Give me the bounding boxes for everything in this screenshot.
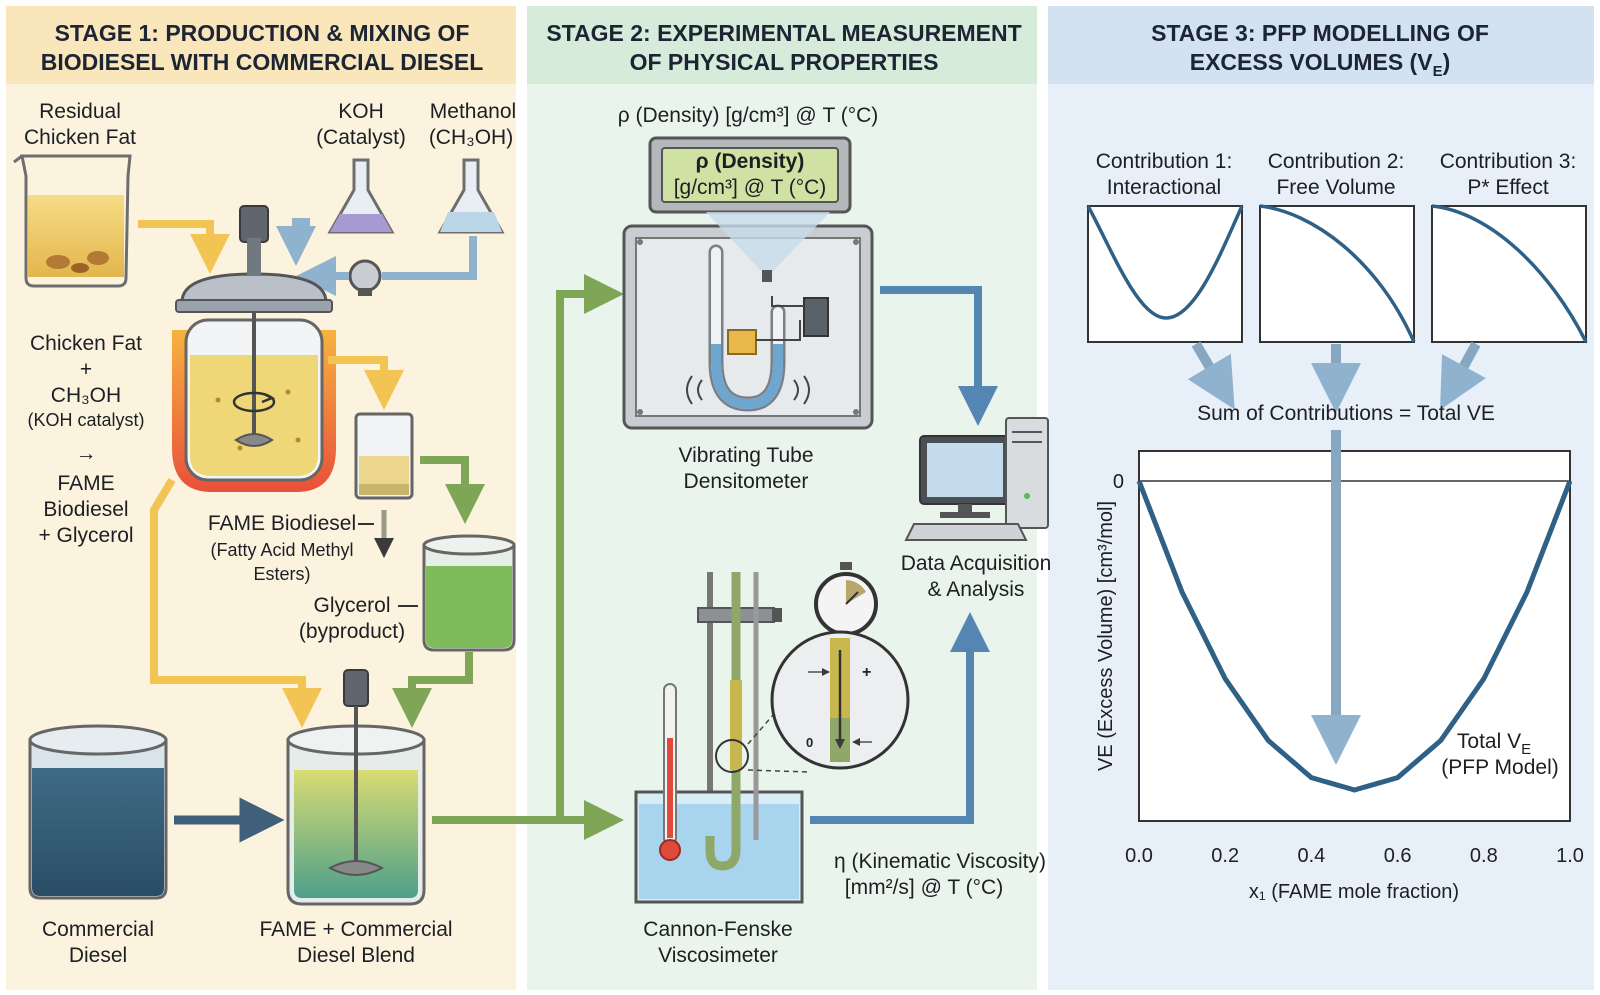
densitometer-label-line1: Vibrating Tube (678, 444, 813, 467)
stage3-title-line2: EXCESS VOLUMES (VE) (1190, 49, 1451, 80)
stage1-title-line2: BIODIESEL WITH COMMERCIAL DIESEL (41, 49, 484, 75)
densitometer-to-daq-arrow (880, 286, 998, 426)
contrib2-line2: Free Volume (1276, 176, 1395, 199)
fat-label-line1: Residual (39, 100, 121, 123)
stage2-title-line2: OF PHYSICAL PROPERTIES (630, 49, 939, 75)
reaction-line6: Biodiesel (43, 498, 128, 521)
reactor-vessel (172, 205, 336, 492)
methanol-flask (437, 158, 505, 234)
density-top-label: ρ (Density) [g/cm³] @ T (°C) (618, 104, 879, 127)
curve-label-line2: (PFP Model) (1441, 756, 1558, 779)
contrib3-line1: Contribution 3: (1440, 150, 1577, 173)
reaction-line1: Chicken Fat (30, 332, 142, 355)
x-tick-label: 0.2 (1211, 845, 1239, 867)
diesel-label-line1: Commercial (42, 918, 154, 941)
contrib1-arrow (1187, 341, 1235, 410)
y-axis-label: VE (Excess Volume) [cm³/mol] (1095, 501, 1117, 771)
display-line1: ρ (Density) (696, 150, 805, 173)
computer-icon (904, 417, 1049, 541)
blend-tank (286, 669, 426, 906)
fat-feed-arrow (138, 220, 230, 274)
reactor-to-separator-arrow (328, 356, 404, 410)
x-tick-label: 0.6 (1384, 845, 1412, 867)
contribution-2-plot (1259, 204, 1416, 343)
reaction-line3: CH₃OH (51, 384, 121, 407)
fame-label-line3: Esters) (253, 564, 310, 584)
contrib2-line1: Contribution 2: (1268, 150, 1405, 173)
x-tick-label: 0.0 (1125, 845, 1153, 867)
stage1-title-line1: STAGE 1: PRODUCTION & MIXING OF (55, 20, 470, 46)
x-tick-label: 1.0 (1556, 845, 1584, 867)
display-line2: [g/cm³] @ T (°C) (674, 176, 827, 199)
fame-label-line2: (Fatty Acid Methyl (210, 540, 353, 560)
viscosity-label-line1: η (Kinematic Viscosity) (834, 850, 1046, 873)
viscometer-stand (634, 572, 804, 904)
fat-label-line2: Chicken Fat (24, 126, 136, 149)
curve-label-line1: Total VE (1457, 730, 1531, 758)
y-tick-label: 0 (1113, 471, 1124, 493)
vibrating-tube-densitometer (622, 136, 874, 430)
koh-label-line1: KOH (338, 100, 384, 123)
reaction-line7: + Glycerol (38, 524, 133, 547)
daq-label-line2: & Analysis (928, 578, 1025, 601)
reaction-line4: (KOH catalyst) (27, 410, 144, 430)
capillary-zoom-inset: + 0 (747, 630, 910, 773)
stage2-title-line1: STAGE 2: EXPERIMENTAL MEASUREMENT (546, 20, 1021, 46)
reaction-line2: + (80, 358, 92, 381)
densitometer-label-line2: Densitometer (684, 470, 809, 493)
x-tick-label: 0.8 (1470, 845, 1498, 867)
x-tick-label: 0.4 (1297, 845, 1325, 867)
reaction-arrow: → (76, 442, 97, 465)
glycerol-tank (422, 534, 516, 652)
contribution-1-plot (1086, 205, 1244, 343)
total-ve-curve (1136, 480, 1573, 793)
glycerol-label-line2: (byproduct) (299, 620, 405, 643)
chicken-fat-beaker (13, 154, 132, 288)
contrib3-arrow (1440, 341, 1486, 410)
glycerol-to-blend-arrow (392, 652, 473, 728)
koh-feed-arrow (276, 218, 316, 266)
diesel-label-line2: Diesel (69, 944, 127, 967)
glycerol-label-line1: Glycerol (313, 594, 390, 617)
reactor-to-blend-arrow (150, 477, 322, 728)
viscometer-to-daq-arrow (810, 612, 990, 824)
contrib1-line2: Interactional (1107, 176, 1221, 199)
stopwatch-icon (814, 562, 878, 636)
stage3-title-line1: STAGE 3: PFP MODELLING OF (1151, 20, 1489, 46)
separator-cylinder (354, 412, 414, 500)
daq-label-line1: Data Acquisition (901, 552, 1052, 575)
methanol-label-line2: (CH₃OH) (429, 126, 513, 149)
contrib3-line2: P* Effect (1467, 176, 1548, 199)
blend-label-line1: FAME + Commercial (259, 918, 452, 941)
blend-label-line2: Diesel Blend (297, 944, 415, 967)
viscometer-label-line1: Cannon-Fenske (643, 918, 792, 941)
methanol-label-line1: Methanol (430, 100, 516, 123)
svg-text:+: + (862, 664, 871, 681)
koh-flask (327, 158, 395, 234)
contrib1-line1: Contribution 1: (1096, 150, 1233, 173)
koh-label-line2: (Catalyst) (316, 126, 406, 149)
contribution-3-plot (1431, 204, 1588, 343)
fame-label-line1: FAME Biodiesel (208, 512, 356, 535)
x-axis-label: x₁ (FAME mole fraction) (1249, 881, 1459, 903)
zero-mark-label: 0 (806, 735, 813, 750)
blend-to-densitometer-arrow (432, 274, 624, 824)
commercial-diesel-tank (28, 724, 168, 900)
viscosity-label-line2: [mm²/s] @ T (°C) (845, 876, 1003, 899)
viscometer-label-line2: Viscosimeter (658, 944, 778, 967)
sum-label: Sum of Contributions = Total VE (1197, 402, 1495, 425)
glycerol-flow-arrow (420, 456, 485, 524)
methanol-pump (296, 236, 477, 296)
reaction-line5: FAME (57, 472, 114, 495)
